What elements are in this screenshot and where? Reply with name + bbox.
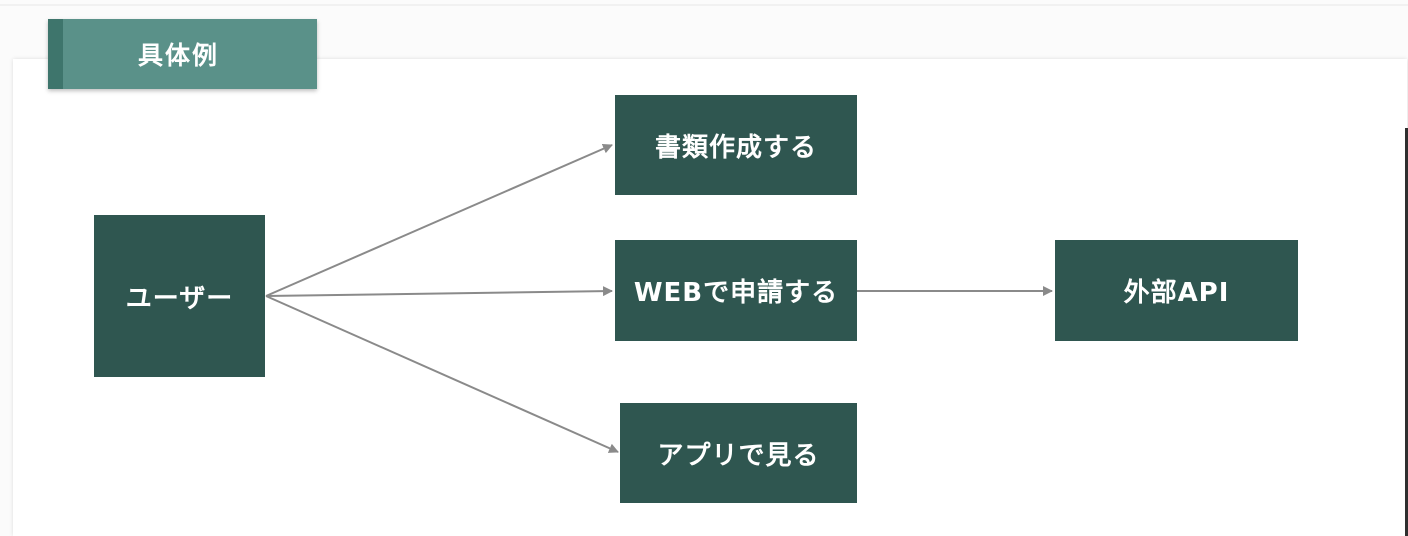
top-divider (0, 4, 1408, 6)
section-title-tab: 具体例 (48, 19, 317, 89)
section-title: 具体例 (137, 41, 219, 70)
title-accent-bar (48, 19, 63, 89)
node-web-application-label: WEBで申請する (633, 278, 839, 308)
node-app-view: アプリで見る (620, 403, 857, 503)
node-documents-label: 書類作成する (654, 132, 817, 163)
node-user: ユーザー (94, 215, 265, 377)
node-user-label: ユーザー (125, 283, 234, 314)
node-web-application: WEBで申請する (615, 240, 857, 341)
arrow-user-to-documents (265, 144, 613, 297)
arrow-user-to-app (265, 295, 619, 453)
node-app-view-label: アプリで見る (657, 440, 820, 471)
node-documents: 書類作成する (615, 95, 857, 195)
node-external-api: 外部API (1055, 240, 1298, 341)
node-external-api-label: 外部API (1123, 278, 1230, 308)
panel-right-edge (1405, 128, 1408, 536)
arrow-user-to-web (265, 286, 613, 297)
